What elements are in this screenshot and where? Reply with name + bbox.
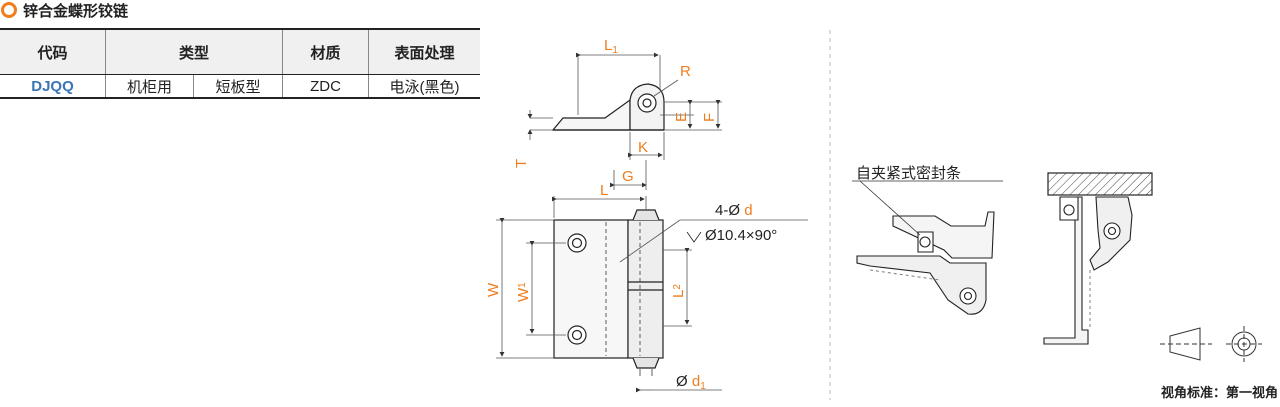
title-ring-icon: [1, 2, 17, 18]
dim-d1: Ø d1: [676, 373, 706, 392]
dim-k: K: [638, 139, 648, 156]
front-view-dims: [496, 196, 808, 393]
cell-type-a: 机柜用: [105, 74, 194, 99]
dim-hole: 4-Ø d: [715, 202, 753, 219]
cell-type-b: 短板型: [193, 74, 283, 99]
table-row: DJQQ 机柜用 短板型 ZDC 电泳(黑色): [0, 74, 480, 99]
front-view-labels: L W W1 L2 4-Ø d Ø10.4×90° Ø d1: [485, 182, 777, 392]
section-title-text: 锌合金蝶形铰链: [23, 2, 129, 20]
dim-w1: W1: [515, 282, 532, 302]
side-view-dims: [527, 52, 722, 190]
dim-countersink: Ø10.4×90°: [705, 227, 777, 244]
header-code: 代码: [0, 28, 106, 75]
side-view-labels: L1 R E F T K G: [513, 37, 718, 185]
dim-l1: L1: [604, 37, 618, 56]
install-example-2: [1043, 172, 1153, 345]
cell-finish: 电泳(黑色): [368, 74, 480, 99]
dim-r: R: [680, 63, 691, 80]
install-example-1: [856, 211, 995, 315]
cell-material: ZDC: [282, 74, 369, 99]
dim-e: E: [673, 112, 690, 122]
projection-symbol: [1160, 326, 1262, 362]
spec-table: 代码 类型 材质 表面处理 DJQQ 机柜用 短板型 ZDC 电泳(黑色): [0, 28, 480, 99]
side-view: [551, 83, 665, 131]
seal-callout: 自夹紧式密封条: [852, 165, 1003, 236]
section-title: 锌合金蝶形铰链: [0, 0, 128, 20]
dim-l: L: [600, 182, 608, 199]
header-material: 材质: [282, 28, 369, 75]
table-header-row: 代码 类型 材质 表面处理: [0, 28, 480, 75]
seal-label: 自夹紧式密封条: [856, 165, 961, 182]
dim-g: G: [622, 168, 634, 185]
cell-code: DJQQ: [0, 74, 106, 99]
dim-t: T: [513, 159, 530, 168]
dim-l2: L2: [670, 284, 687, 298]
front-view: [553, 209, 664, 376]
projection-caption: 视角标准：第一视角: [1160, 385, 1278, 400]
header-finish: 表面处理: [368, 28, 480, 75]
dim-w: W: [485, 282, 502, 297]
header-type: 类型: [105, 28, 283, 75]
dim-f: F: [701, 113, 718, 122]
